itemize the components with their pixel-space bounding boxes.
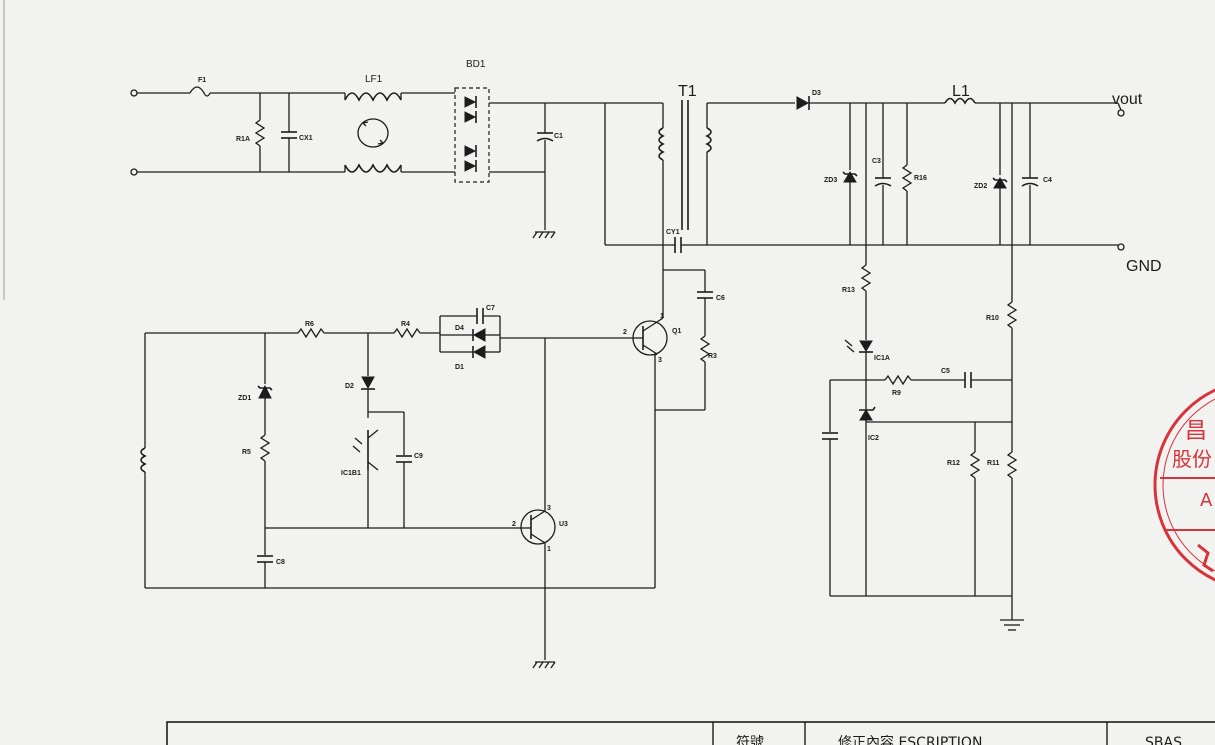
fuse-f1 — [189, 86, 211, 97]
label-d3: D3 — [812, 90, 821, 97]
label-r3: R3 — [708, 353, 717, 360]
stamp-text-2: 股份 — [1172, 447, 1212, 471]
label-d1: D1 — [455, 364, 464, 371]
label-gnd: GND — [1126, 258, 1162, 275]
label-c7: C7 — [486, 305, 495, 312]
label-lf1: LF1 — [365, 74, 383, 85]
label-zd3: ZD3 — [824, 177, 837, 184]
label-cx1: CX1 — [299, 135, 313, 142]
label-q1-pin2: 2 — [623, 329, 627, 336]
transformer-t1 — [604, 100, 712, 270]
label-c4: C4 — [1043, 177, 1052, 184]
label-cy1: CY1 — [666, 229, 680, 236]
label-t1: T1 — [678, 83, 697, 100]
stamp-text-1: 昌 — [1185, 419, 1207, 444]
capacitor-c1 — [536, 137, 554, 142]
resistor-r10 — [1006, 301, 1018, 329]
led-ic1a — [859, 340, 873, 352]
feedback-section — [822, 245, 1024, 631]
label-d4: D4 — [455, 325, 464, 332]
title-block-col1: 符號 — [736, 735, 764, 745]
resistor-r6 — [297, 327, 325, 339]
resistor-r13 — [860, 264, 872, 292]
label-r4: R4 — [401, 321, 410, 328]
label-d2: D2 — [345, 383, 354, 390]
label-bd1: BD1 — [466, 59, 486, 70]
stamp-text-3: A — [1200, 490, 1213, 511]
label-c5: C5 — [941, 368, 950, 375]
label-r6: R6 — [305, 321, 314, 328]
label-u3: U3 — [559, 521, 568, 528]
resistor-r3 — [699, 335, 711, 363]
label-vout: vout — [1112, 91, 1143, 108]
label-ic2: IC2 — [868, 435, 879, 442]
bridge-rectifier-bd1 — [454, 87, 490, 183]
label-c9: C9 — [414, 453, 423, 460]
label-q1-pin3: 3 — [658, 357, 662, 364]
input-section — [130, 86, 663, 239]
capacitor-c3 — [874, 182, 892, 187]
label-u3-pin2: 2 — [512, 521, 516, 528]
label-c1: C1 — [554, 133, 563, 140]
bridge-diodes — [464, 96, 477, 172]
resistor-r16 — [901, 164, 913, 192]
title-block-col3: SBAS — [1145, 735, 1182, 745]
label-r13: R13 — [842, 287, 855, 294]
resistor-r5 — [259, 434, 271, 462]
resistor-r1a — [254, 119, 266, 147]
component-labels: F1 R1A CX1 LF1 BD1 C1 T1 CY1 C6 Q1 R3 2 … — [198, 59, 1162, 566]
label-r12: R12 — [947, 460, 960, 467]
switch-q1-section — [626, 269, 713, 411]
label-zd2: ZD2 — [974, 183, 987, 190]
control-section — [140, 308, 656, 669]
label-r5: R5 — [242, 449, 251, 456]
title-block-col2: 修正內容 ESCRIPTION — [838, 734, 982, 745]
label-ic1b1: IC1B1 — [341, 470, 361, 477]
label-r1a: R1A — [236, 136, 250, 143]
label-c6: C6 — [716, 295, 725, 302]
resistor-r12 — [969, 451, 981, 479]
label-u3-pin1: 1 — [547, 546, 551, 553]
label-r10: R10 — [986, 315, 999, 322]
ground-symbol-control — [532, 661, 556, 669]
resistor-r9 — [884, 374, 912, 386]
output-section — [707, 96, 1125, 300]
label-r9: R9 — [892, 390, 901, 397]
ground-symbol-output — [1000, 619, 1024, 631]
diode-d3 — [796, 96, 810, 110]
label-q1-pin1: 1 — [660, 313, 664, 320]
choke-lf1-top — [344, 92, 402, 102]
choke-lf1-bottom — [344, 163, 402, 173]
label-r11: R11 — [987, 460, 1000, 467]
label-u3-pin3: 3 — [547, 505, 551, 512]
inductor-feedback — [140, 447, 147, 473]
label-q1: Q1 — [672, 328, 681, 335]
label-ic1a: IC1A — [874, 355, 890, 362]
transistor-u3 — [520, 509, 556, 545]
label-f1: F1 — [198, 77, 206, 84]
resistor-r4 — [393, 327, 421, 339]
label-c8: C8 — [276, 559, 285, 566]
ground-symbol-input — [532, 231, 556, 239]
choke-core-ring — [357, 118, 389, 148]
label-c3: C3 — [872, 158, 881, 165]
diode-d2 — [361, 376, 375, 390]
label-l1: L1 — [952, 83, 970, 100]
inductor-l1 — [944, 97, 976, 105]
label-r16: R16 — [914, 175, 927, 182]
resistor-r11 — [1006, 451, 1018, 479]
gnd-terminal — [1117, 243, 1125, 251]
company-stamp: 昌 股份 A — [1153, 388, 1215, 582]
capacitor-c4 — [1021, 182, 1039, 187]
label-zd1: ZD1 — [238, 395, 251, 402]
title-block: 符號 修正內容 ESCRIPTION SBAS — [166, 721, 1215, 745]
